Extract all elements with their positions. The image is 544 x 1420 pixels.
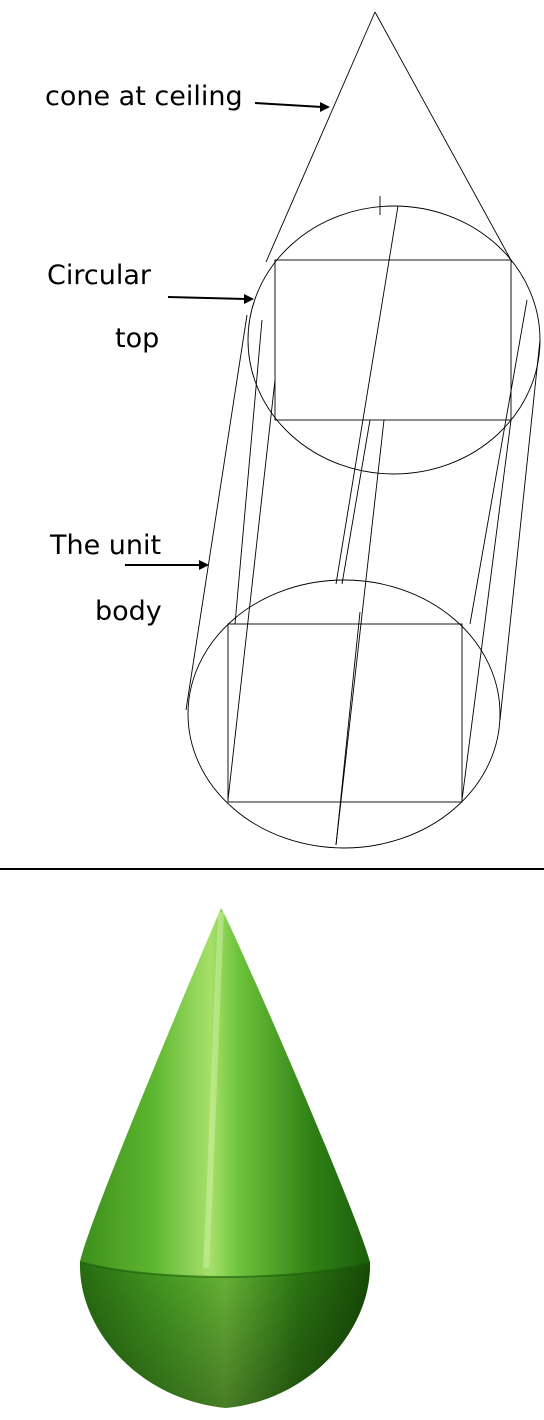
unit-body-arrow xyxy=(125,560,209,570)
body-line xyxy=(461,419,512,801)
cone-arrow xyxy=(254,102,330,112)
body-line xyxy=(335,205,399,585)
body-line xyxy=(335,611,361,846)
top-circle xyxy=(247,205,541,475)
label-cone-at-ceiling: cone at ceiling xyxy=(45,81,243,112)
circular-top-arrow xyxy=(167,294,254,304)
label-circular: Circular xyxy=(47,260,152,291)
body-line xyxy=(234,319,263,625)
label-the-unit: The unit xyxy=(49,530,161,561)
body-line xyxy=(469,299,528,625)
model-cone xyxy=(80,908,370,1277)
body-line xyxy=(341,419,371,585)
body-line xyxy=(227,379,276,801)
bottom-square xyxy=(227,623,463,803)
label-body: body xyxy=(95,596,162,627)
body-line xyxy=(335,419,385,846)
body-line xyxy=(499,339,541,721)
green-3d-model xyxy=(79,908,371,1408)
label-top: top xyxy=(115,323,159,354)
wireframe-diagram: cone at ceiling Circular top The unit bo… xyxy=(45,11,541,849)
cone-right-edge xyxy=(374,11,513,263)
body-line xyxy=(185,314,248,711)
bottom-circle xyxy=(187,579,501,849)
top-square xyxy=(274,259,512,421)
cone-left-edge xyxy=(265,11,376,263)
